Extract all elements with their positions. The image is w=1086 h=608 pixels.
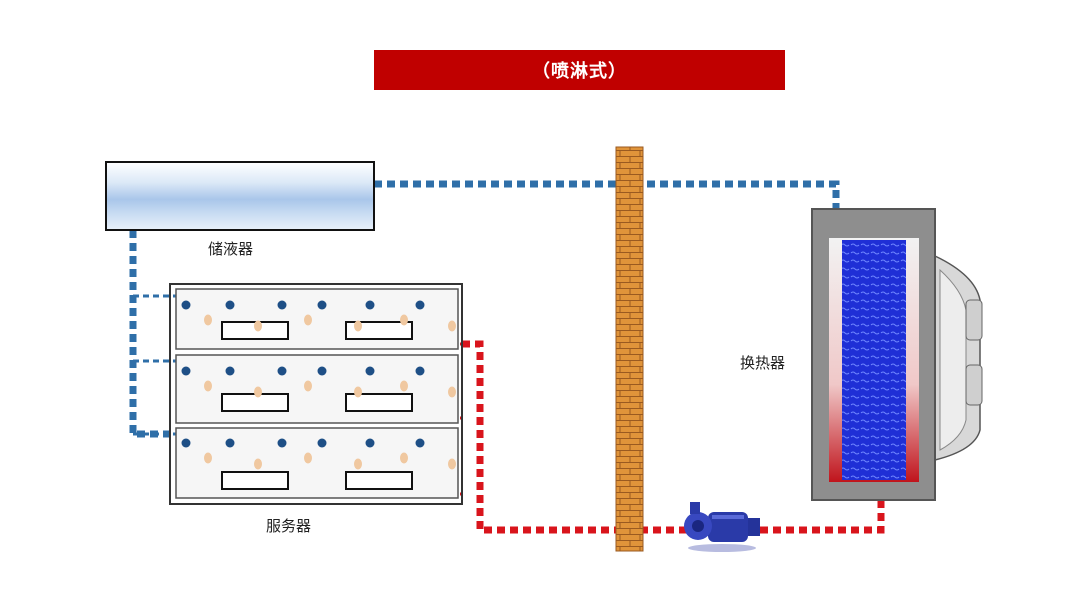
server-board — [221, 393, 289, 412]
particle — [400, 452, 408, 464]
particle — [448, 386, 456, 398]
droplet — [317, 366, 327, 376]
hot-pipe — [462, 340, 885, 534]
server-label: 服务器 — [266, 517, 312, 535]
droplet — [277, 366, 287, 376]
particle — [354, 320, 362, 332]
droplet — [365, 366, 375, 376]
droplet — [225, 366, 235, 376]
particle — [304, 314, 312, 326]
cold-pipe — [129, 180, 840, 438]
server-board — [221, 321, 289, 340]
spray-droplets — [181, 300, 456, 470]
particle — [354, 458, 362, 470]
diagram-title: （喷淋式） — [374, 50, 785, 90]
storage-tank — [105, 161, 375, 231]
heat-exchanger — [811, 208, 983, 501]
server-board — [345, 393, 413, 412]
droplet — [277, 300, 287, 310]
server-board — [221, 471, 289, 490]
droplet — [181, 300, 191, 310]
droplet — [317, 300, 327, 310]
droplet — [415, 438, 425, 448]
droplet — [225, 300, 235, 310]
particle — [354, 386, 362, 398]
server-board — [345, 321, 413, 340]
particle — [204, 452, 212, 464]
particle — [204, 380, 212, 392]
server-rack — [169, 283, 463, 505]
particle — [448, 320, 456, 332]
pump-icon — [684, 502, 760, 552]
particle — [254, 320, 262, 332]
droplet — [317, 438, 327, 448]
droplet — [365, 300, 375, 310]
droplet — [415, 366, 425, 376]
droplet — [365, 438, 375, 448]
droplet — [181, 438, 191, 448]
particle — [204, 314, 212, 326]
particle — [254, 386, 262, 398]
heat-exchanger-label: 换热器 — [740, 354, 786, 372]
storage-tank-label: 储液器 — [208, 240, 254, 258]
particle — [254, 458, 262, 470]
droplet — [181, 366, 191, 376]
brick-wall — [615, 146, 644, 552]
particle — [304, 380, 312, 392]
particle — [304, 452, 312, 464]
server-board — [345, 471, 413, 490]
particle — [400, 314, 408, 326]
droplet — [277, 438, 287, 448]
particle — [448, 458, 456, 470]
droplet — [225, 438, 235, 448]
droplet — [415, 300, 425, 310]
particle — [400, 380, 408, 392]
